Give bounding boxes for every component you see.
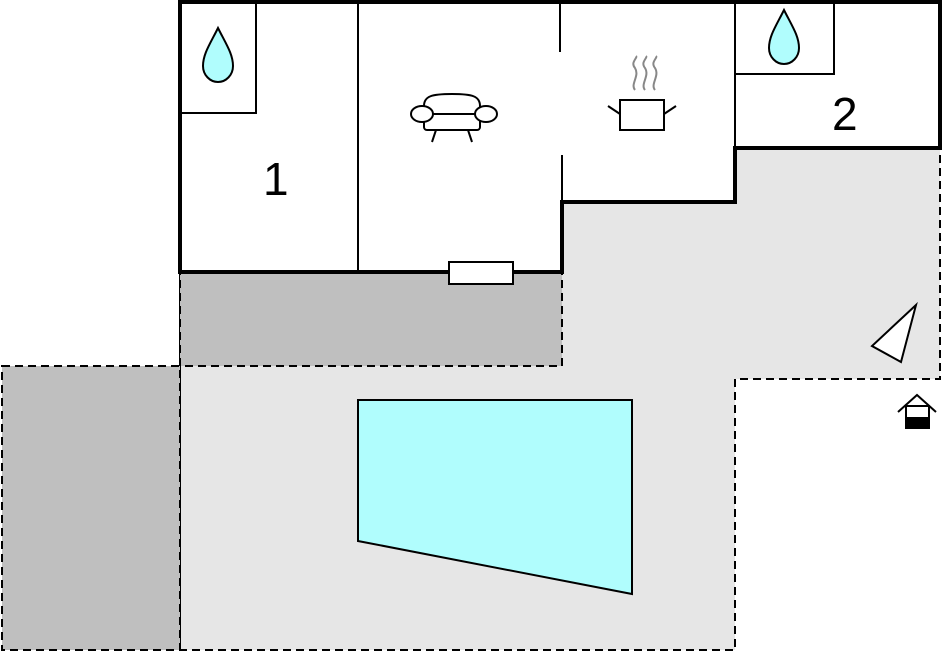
room-label-bedroom-2: 2: [832, 88, 858, 140]
water-drop-icon: [767, 7, 801, 66]
house-entrance-icon: [897, 393, 937, 429]
covered-terrace: [179, 271, 563, 367]
covered-area-left: [1, 365, 181, 651]
front-window: [448, 261, 514, 285]
interior-walls: [180, 2, 835, 272]
room-label-bedroom-1: 1: [263, 153, 289, 205]
swimming-pool: [357, 399, 633, 596]
sofa-icon: [410, 92, 498, 143]
house-exterior-walls: [178, 0, 942, 274]
water-drop-icon: [201, 25, 235, 84]
house-interior: [180, 2, 940, 272]
triangle-marker-icon: [870, 301, 918, 364]
cooking-pot-icon: [607, 55, 677, 131]
